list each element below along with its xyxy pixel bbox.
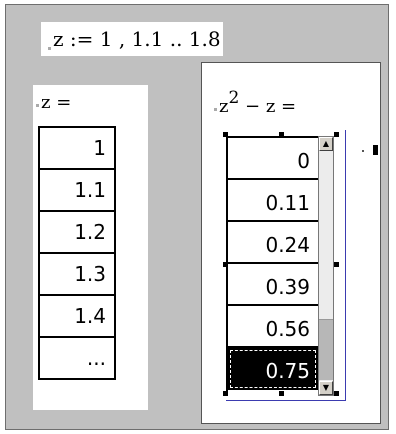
selection-frame-bottom	[226, 400, 346, 401]
region-marker-icon	[214, 108, 217, 111]
table-row[interactable]: 0	[228, 138, 318, 180]
scroll-down-button[interactable]: ▼	[319, 381, 333, 395]
eval-f-rest: − z =	[239, 96, 297, 117]
selected-table-row[interactable]: 0.75	[228, 348, 318, 390]
resize-handle[interactable]	[279, 132, 284, 137]
resize-handle[interactable]	[334, 391, 339, 396]
region-marker-icon	[48, 47, 51, 50]
definition-region[interactable]	[41, 22, 223, 56]
resize-handle[interactable]	[223, 391, 228, 396]
table-row[interactable]: ...	[40, 338, 114, 380]
eval-f-exponent: 2	[228, 88, 240, 108]
table-scrollbar[interactable]: ▲ ▼	[318, 136, 334, 396]
table-row[interactable]: 1.1	[40, 170, 114, 212]
selection-frame-right	[345, 130, 346, 401]
resize-handle[interactable]	[223, 262, 228, 267]
eval-z-label: z =	[36, 92, 71, 113]
text-cursor	[373, 145, 378, 155]
table-row[interactable]: 1.2	[40, 212, 114, 254]
table-row[interactable]: 0.39	[228, 264, 318, 306]
resize-handle[interactable]	[334, 262, 339, 267]
eval-f-label: z2 − z =	[214, 88, 297, 117]
region-marker-icon	[36, 104, 39, 107]
scroll-up-button[interactable]: ▲	[319, 137, 333, 151]
range-definition[interactable]: z := 1 , 1.1 .. 1.8	[48, 22, 221, 56]
resize-handle[interactable]	[334, 132, 339, 137]
scroll-track[interactable]	[319, 151, 333, 381]
table-row[interactable]: 1	[40, 128, 114, 170]
resize-handle[interactable]	[279, 391, 284, 396]
table-row[interactable]: 0.24	[228, 222, 318, 264]
table-row[interactable]: 1.3	[40, 254, 114, 296]
table-row[interactable]: 0.56	[228, 306, 318, 348]
definition-text: z := 1 , 1.1 .. 1.8	[53, 27, 221, 51]
resize-handle[interactable]	[223, 132, 228, 137]
table-row[interactable]: 0.11	[228, 180, 318, 222]
table-row[interactable]: 1.4	[40, 296, 114, 338]
eval-f-base: z	[219, 96, 229, 117]
scroll-thumb[interactable]	[319, 319, 333, 380]
cursor-dot	[362, 150, 364, 152]
